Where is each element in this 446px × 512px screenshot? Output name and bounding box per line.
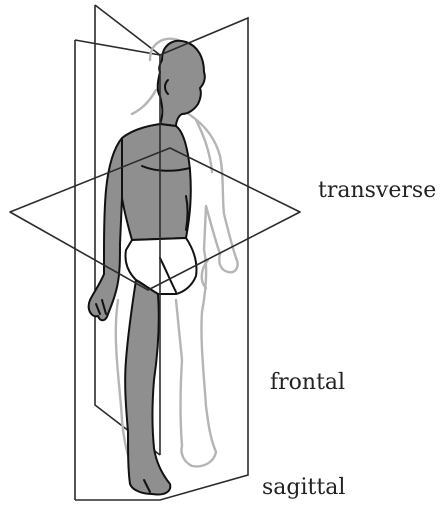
- leg: [125, 280, 170, 495]
- torso: [120, 124, 191, 240]
- transverse-label: transverse: [318, 178, 436, 203]
- left-arm: [89, 138, 122, 320]
- sagittal-label: sagittal: [262, 475, 345, 500]
- frontal-label: frontal: [270, 370, 345, 395]
- human-figure: [89, 41, 205, 495]
